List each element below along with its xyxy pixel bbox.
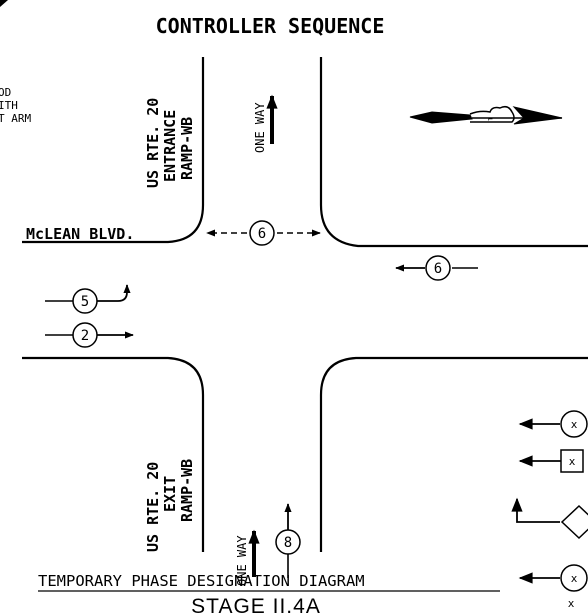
north-arrow-outline — [469, 105, 515, 123]
svg-text:RAMP-WB: RAMP-WB — [178, 117, 196, 180]
road-edges — [22, 57, 588, 552]
diagram-title: TEMPORARY PHASE DESIGNATION DIAGRAM — [38, 572, 365, 590]
south-ramp-label: US RTE. 20 EXIT RAMP-WB — [144, 459, 196, 552]
legend-symbols: x x x x — [511, 410, 588, 610]
legend-circle-vehicle: x — [518, 410, 588, 438]
svg-text:ENTRANCE: ENTRANCE — [161, 110, 179, 182]
north-arrow-symbol: ⌐ — [409, 105, 563, 125]
curb-northwest — [22, 57, 205, 244]
nb-phase-number: 8 — [284, 535, 292, 551]
svg-text:x: x — [571, 572, 578, 585]
svg-text:⌐: ⌐ — [488, 115, 493, 124]
ped-phase-6: 6 — [206, 220, 321, 246]
eb-through-phase-number: 2 — [81, 328, 89, 344]
svg-text:EXIT: EXIT — [161, 476, 179, 512]
westbound-phase-number: 6 — [434, 261, 442, 277]
mclean-blvd-label: McLEAN BLVD. — [26, 225, 134, 243]
eb-left-phase-number: 5 — [81, 294, 89, 310]
svg-text:x: x — [569, 455, 576, 468]
eastbound-left-phase-5: 5 — [45, 284, 131, 314]
eastbound-through-phase-2: 2 — [45, 322, 134, 348]
curb-northeast — [319, 57, 588, 248]
svg-text:RAMP-WB: RAMP-WB — [178, 459, 196, 522]
diagram-heading: CONTROLLER SEQUENCE — [156, 14, 385, 38]
corner-fragment — [0, 0, 8, 7]
legend-diamond-symbol — [511, 497, 588, 540]
legend-circle-ped: x — [518, 564, 588, 592]
one-way-label-south: ONE WAY — [235, 535, 249, 586]
curb-southwest — [22, 356, 205, 552]
legend-marker-note: x — [568, 597, 575, 610]
legend-square-symbol: x — [518, 449, 584, 473]
northbound-phase-8: 8 — [275, 503, 301, 578]
left-note-line-1: OD — [0, 86, 11, 99]
left-note-line-2: ITH — [0, 99, 18, 112]
one-way-label-north: ONE WAY — [253, 102, 267, 153]
svg-text:US RTE. 20: US RTE. 20 — [144, 462, 162, 552]
ped-phase-number: 6 — [258, 226, 266, 242]
svg-text:x: x — [571, 418, 578, 431]
curb-southeast — [319, 356, 588, 552]
north-arrow-head — [512, 106, 563, 125]
svg-text:US RTE. 20: US RTE. 20 — [144, 98, 162, 188]
north-ramp-label: US RTE. 20 ENTRANCE RAMP-WB — [144, 98, 196, 188]
stage-label: STAGE II.4A — [191, 595, 321, 614]
westbound-phase-6: 6 — [395, 255, 478, 281]
north-arrow-shaft — [409, 111, 473, 124]
left-note-line-3: T ARM — [0, 112, 31, 125]
